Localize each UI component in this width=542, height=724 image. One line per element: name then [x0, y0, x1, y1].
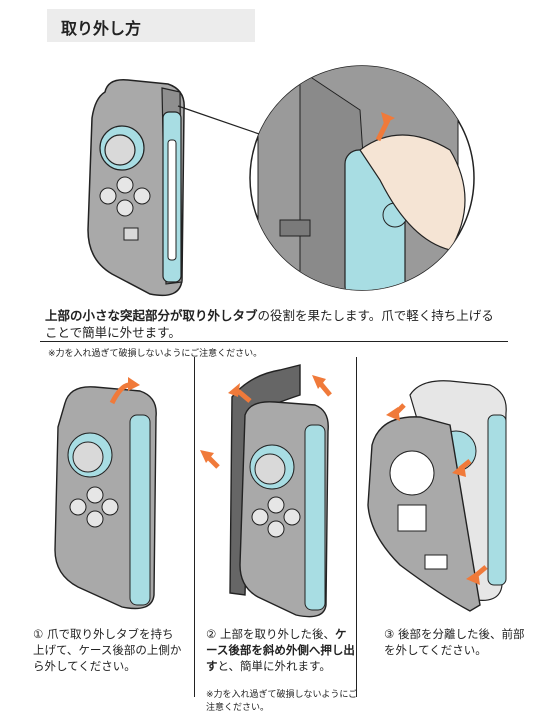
- step2-illustration: [200, 364, 332, 618]
- step2-caution-note: ※力を入れ過ぎて破損しないようにご注意ください。: [206, 690, 358, 713]
- main-description: 上部の小さな突起部分が取り外しタブの役割を果たします。爪で軽く持ち上げることで簡…: [45, 307, 505, 341]
- step1-text: ① 爪で取り外しタブを持ち上げて、ケース後部の上側から外してください。: [33, 626, 183, 674]
- step3-description: 後部を分離した後、前部を外してください。: [384, 627, 525, 657]
- section-title: 取り外し方: [61, 19, 142, 38]
- description-text: の役割を果たします。爪で軽く持ち上げることで簡単に外せます。: [45, 308, 494, 340]
- step1-illustration: [54, 377, 157, 610]
- step2-number: ②: [206, 627, 217, 641]
- column-divider: [356, 357, 357, 697]
- step3-text: ③ 後部を分離した後、前部を外してください。: [384, 626, 534, 658]
- step3-illustration: [367, 380, 507, 612]
- top-illustration: [87, 65, 475, 297]
- step-illustrations: [54, 364, 507, 618]
- zoom-detail-illustration: [249, 65, 475, 291]
- section-title-box: 取り外し方: [47, 9, 255, 42]
- step2-description-pre: 上部を取り外した後、: [219, 627, 335, 641]
- step2-description-post: と、簡単に外れます。: [217, 659, 331, 673]
- step1-description: 爪で取り外しタブを持ち上げて、ケース後部の上側から外してください。: [33, 627, 182, 673]
- step2-description-bold: ケース後部を斜め外側へ押し出す: [206, 627, 355, 673]
- step1-number: ①: [33, 627, 44, 641]
- step2-text: ② 上部を取り外した後、ケース後部を斜め外側へ押し出すと、簡単に外れます。: [206, 626, 356, 674]
- divider: [40, 341, 508, 342]
- main-caution-note: ※力を入れ過ぎて破損しないようにご注意ください。: [48, 349, 263, 359]
- controller-case-illustration: [87, 79, 185, 297]
- column-divider: [194, 357, 195, 697]
- description-bold: 上部の小さな突起部分が取り外しタブ: [45, 308, 258, 323]
- step3-number: ③: [384, 627, 395, 641]
